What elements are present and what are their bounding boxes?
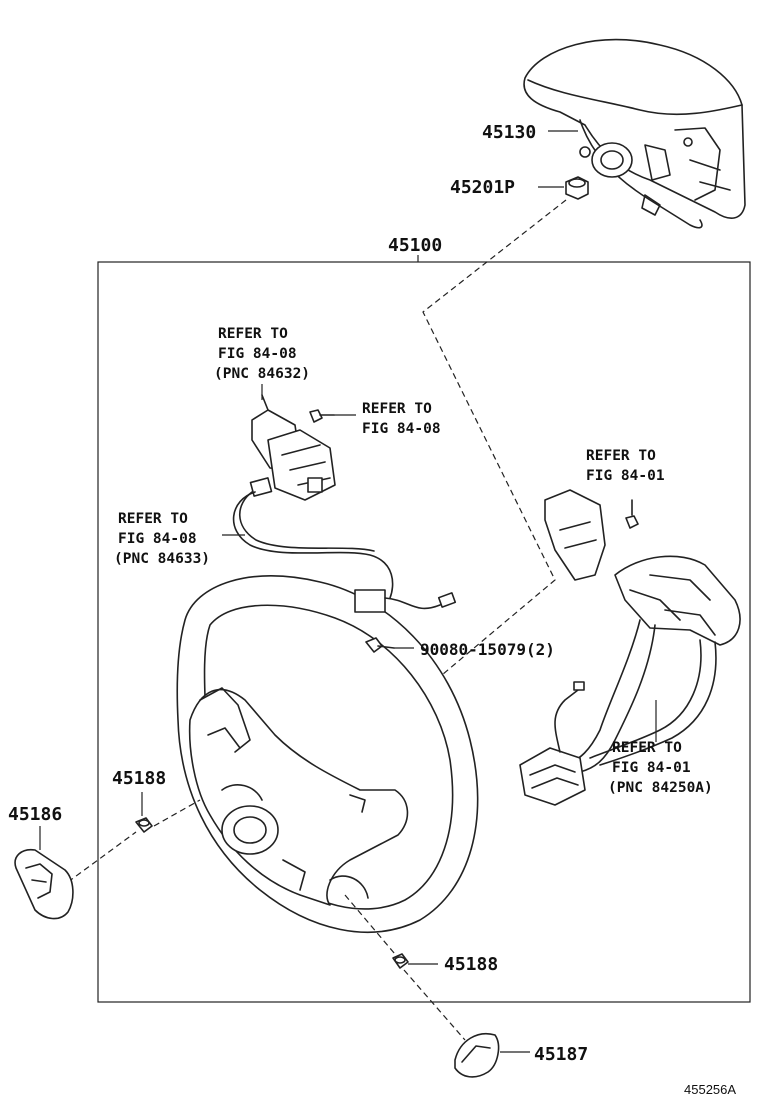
right-switch-assembly-icon	[519, 489, 741, 806]
svg-text:REFER TO: REFER TO	[218, 326, 288, 342]
reference-note-switch-harness: REFER TO FIG 84-08 (PNC 84633)	[114, 511, 210, 567]
svg-text:(PNC 84632): (PNC 84632)	[214, 366, 310, 382]
part-number-45188-left: 45188	[112, 768, 166, 789]
cover-icon	[14, 848, 74, 920]
steering-wheel-icon	[176, 575, 479, 933]
part-number-45187: 45187	[534, 1044, 588, 1065]
part-number-45188-bottom: 45188	[444, 954, 498, 975]
switch-assembly-icon	[251, 394, 336, 501]
bolt-icon	[135, 817, 153, 833]
bolt-icon	[309, 409, 335, 423]
assembly-box	[97, 261, 751, 1003]
svg-text:(PNC 84633): (PNC 84633)	[114, 551, 210, 567]
svg-text:FIG 84-01: FIG 84-01	[586, 468, 665, 484]
svg-text:FIG 84-08: FIG 84-08	[218, 346, 297, 362]
reference-note-switch-top: REFER TO FIG 84-08 (PNC 84632)	[214, 326, 310, 382]
svg-text:REFER TO: REFER TO	[362, 401, 432, 417]
reference-note-right-screw: REFER TO FIG 84-01	[586, 448, 665, 484]
bolt-icon	[392, 953, 409, 969]
svg-text:FIG 84-08: FIG 84-08	[362, 421, 441, 437]
bolt-icon	[365, 637, 395, 653]
bolt-icon	[625, 499, 639, 529]
reference-note-switch-screw: REFER TO FIG 84-08	[362, 401, 441, 437]
part-number-45186: 45186	[8, 804, 62, 825]
svg-text:REFER TO: REFER TO	[118, 511, 188, 527]
svg-text:FIG 84-08: FIG 84-08	[118, 531, 197, 547]
svg-text:REFER TO: REFER TO	[586, 448, 656, 464]
svg-text:FIG 84-01: FIG 84-01	[612, 760, 691, 776]
reference-note-right-harness: REFER TO FIG 84-01 (PNC 84250A)	[608, 740, 713, 796]
illustration-code: 455256A	[684, 1082, 736, 1097]
part-number-45130: 45130	[482, 122, 536, 143]
airbag-module-icon	[523, 38, 746, 229]
part-number-90080-15079: 90080-15079(2)	[420, 640, 555, 659]
part-number-45201p: 45201P	[450, 177, 515, 198]
cover-icon	[454, 1033, 500, 1078]
part-number-45100: 45100	[388, 235, 442, 256]
svg-text:(PNC 84250A): (PNC 84250A)	[608, 780, 713, 796]
svg-text:REFER TO: REFER TO	[612, 740, 682, 756]
switch-harness-icon	[232, 477, 457, 613]
nut-icon	[565, 176, 589, 200]
